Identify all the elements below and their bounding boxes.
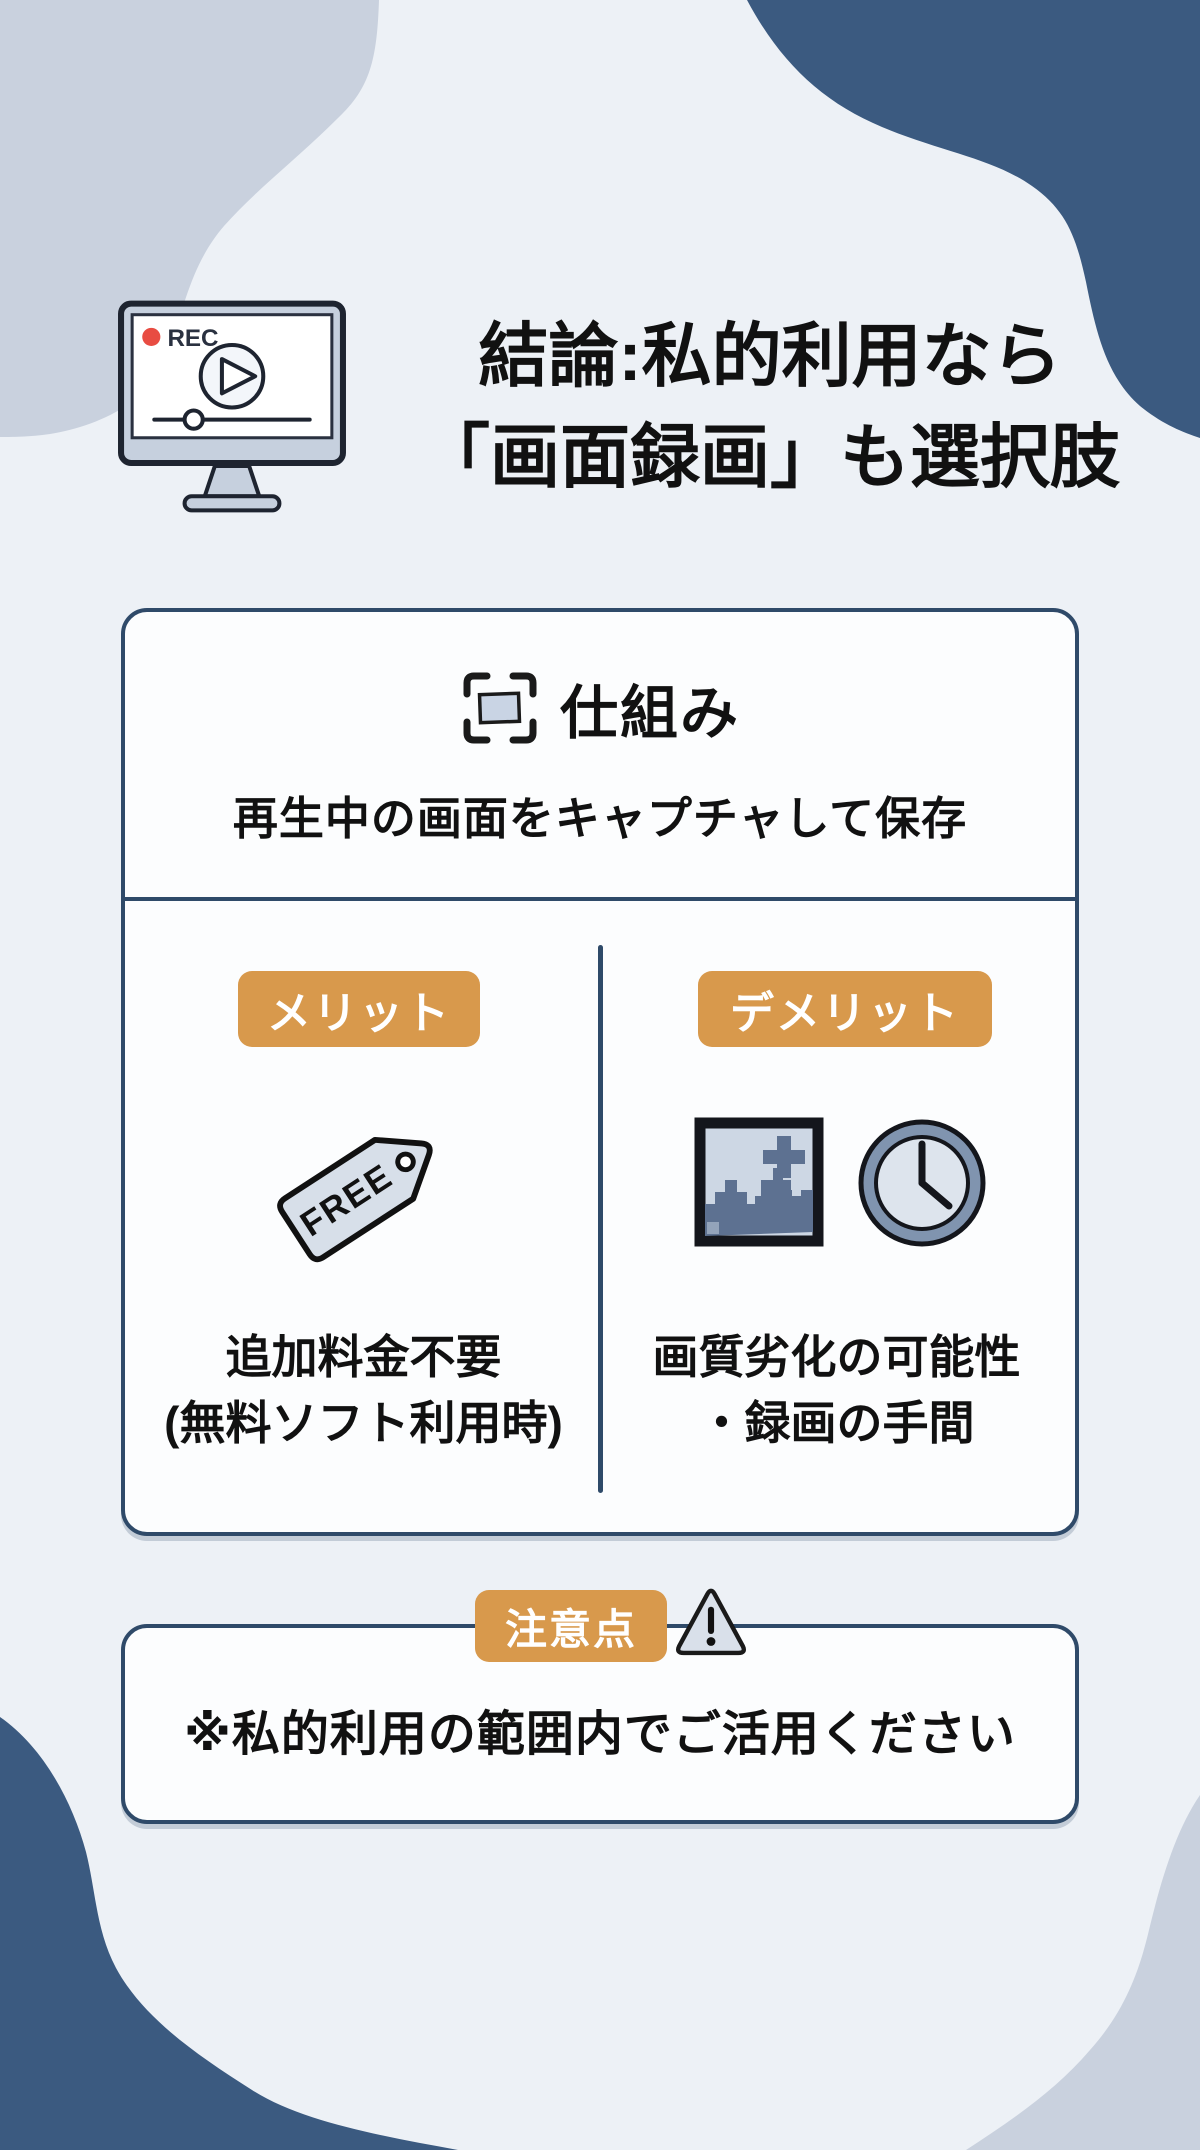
caution-header: 注意点: [0, 1586, 1200, 1682]
bottom-left-navy-blob: [0, 1717, 458, 2150]
progress-knob: [182, 408, 205, 431]
mechanism-header: 仕組み: [125, 666, 1075, 750]
mechanism-heading: 仕組み: [559, 681, 740, 746]
pixelated-image-icon: [694, 1117, 824, 1247]
demerit-badge: デメリット: [698, 971, 992, 1047]
bottom-right-light-blob: [966, 1795, 1200, 2150]
caution-badge: 注意点: [475, 1590, 667, 1662]
mechanism-comparison-card: 仕組み 再生中の画面をキャプチャして保存 メリット デメリット FREE: [121, 608, 1079, 1536]
merit-line2: (無料ソフト利用時): [164, 1397, 563, 1449]
top-right-navy-blob: [747, 0, 1200, 438]
capture-frame-icon: [463, 672, 537, 744]
page-title-line2: 「画面録画」も選択肢: [420, 418, 1120, 496]
merit-text: 追加料金不要 (無料ソフト利用時): [125, 1324, 602, 1456]
demerit-line2: ・録画の手間: [698, 1397, 975, 1449]
merit-badge: メリット: [238, 971, 480, 1047]
demerit-line1: 画質劣化の可能性: [652, 1331, 1021, 1383]
rec-dot-icon: [142, 327, 161, 346]
page-title: 結論:私的利用なら 「画面録画」も選択肢: [340, 306, 1200, 508]
warning-triangle-icon: [676, 1588, 746, 1656]
clock-icon: [858, 1119, 986, 1247]
free-price-tag-icon: FREE: [277, 1136, 433, 1263]
demerit-text: 画質劣化の可能性 ・録画の手間: [598, 1324, 1075, 1456]
rec-label: REC: [167, 325, 218, 352]
caution-text: ※私的利用の範囲内でご活用ください: [184, 1708, 1016, 1761]
top-left-light-blob: [0, 0, 379, 437]
mechanism-description: 再生中の画面をキャプチャして保存: [232, 793, 968, 844]
horizontal-divider: [121, 897, 1079, 901]
screen-recording-monitor-icon: REC: [118, 300, 346, 513]
merit-line1: 追加料金不要: [225, 1331, 502, 1383]
page-title-line1: 結論:私的利用なら: [478, 317, 1062, 395]
vertical-divider: [598, 945, 603, 1493]
